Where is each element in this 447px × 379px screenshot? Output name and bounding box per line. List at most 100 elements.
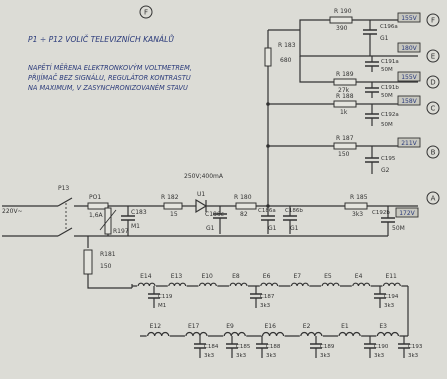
label-r180: R 180 xyxy=(234,194,252,201)
switch-out-lines xyxy=(74,205,108,237)
label-c191b: C191b xyxy=(381,85,399,91)
label-r187-value: 150 xyxy=(338,151,350,158)
label-cap: C190 xyxy=(374,344,389,350)
page-marker-circle xyxy=(139,5,153,19)
label-choke: E11 xyxy=(385,273,397,280)
choke-e5 xyxy=(321,282,340,287)
label-r185-value: 3k3 xyxy=(352,211,363,218)
capacitor-c187 xyxy=(250,293,262,299)
coil-gap xyxy=(338,331,362,337)
coil-gap xyxy=(290,281,310,287)
voltage-badge-a xyxy=(395,207,419,218)
capacitor-c119 xyxy=(148,293,160,299)
label-c186a: C186a xyxy=(258,208,276,214)
resistor-r182 xyxy=(163,202,183,210)
ground-tie xyxy=(87,235,128,248)
choke-e13 xyxy=(168,282,187,287)
output-f: 155V F xyxy=(397,12,440,27)
output-e: 180V E xyxy=(397,42,440,63)
terminal-a-label: A xyxy=(431,195,436,203)
coil-gap xyxy=(321,281,340,287)
voltage-badge-f xyxy=(397,12,421,23)
branch-d xyxy=(299,56,334,83)
label-c195-value: G2 xyxy=(381,167,390,174)
label-r183: R 183 xyxy=(278,42,296,49)
choke-e11 xyxy=(382,282,401,287)
label-c186c: C186c xyxy=(205,211,224,218)
label-cap: C189 xyxy=(320,344,335,350)
choke-e7 xyxy=(290,282,309,287)
terminal-d xyxy=(426,75,440,89)
label-cap-value: 3k3 xyxy=(236,353,247,359)
label-cap-value: M1 xyxy=(158,303,166,309)
label-choke: E2 xyxy=(303,323,311,330)
terminal-a xyxy=(426,191,440,205)
resistor-r189 xyxy=(333,78,357,86)
coil-gap xyxy=(198,281,218,287)
output-c: 158V C xyxy=(397,95,440,115)
voltage-c: 158V xyxy=(401,98,417,105)
label-r183-value: 680 xyxy=(280,57,292,64)
capacitor-c193 xyxy=(398,343,410,349)
label-r189: R 189 xyxy=(336,71,354,78)
label-u1: U1 xyxy=(197,191,205,198)
voltage-e: 180V xyxy=(401,45,417,52)
junction-c xyxy=(266,102,270,106)
label-choke: E6 xyxy=(263,273,271,280)
label-c183-value: M1 xyxy=(131,223,140,230)
capacitor-c185 xyxy=(226,343,238,349)
label-cap: C188 xyxy=(266,344,281,350)
coil-gap xyxy=(137,281,156,287)
label-choke: E13 xyxy=(171,273,183,280)
label-c186b-value: G1 xyxy=(290,225,299,232)
voltage-badge-c xyxy=(397,95,421,106)
terminal-e-label: E xyxy=(431,53,435,61)
label-c192b: C192b xyxy=(372,210,390,216)
junction-b xyxy=(266,144,270,148)
label-r187: R 187 xyxy=(336,135,354,142)
capacitor-c192b xyxy=(381,217,395,223)
label-cap: C193 xyxy=(408,344,423,350)
output-b: 211V B xyxy=(397,137,440,159)
label-cap-value: 3k3 xyxy=(408,353,419,359)
label-c195: C195 xyxy=(381,156,396,162)
coil-gap xyxy=(146,331,170,337)
label-c186a-value: G1 xyxy=(268,225,277,232)
label-cap: C185 xyxy=(236,344,251,350)
coil-gap xyxy=(351,281,371,287)
label-choke: E1 xyxy=(341,323,349,330)
label-choke: E9 xyxy=(226,323,234,330)
label-choke: E5 xyxy=(324,273,332,280)
voltage-a: 172V xyxy=(399,210,415,217)
label-cap-value: 3k3 xyxy=(374,353,385,359)
input-label: 220V~ xyxy=(2,208,23,215)
label-r181: R181 xyxy=(100,251,116,258)
diagram-title: P1 ÷ P12 VOLIČ TELEVIZNÍCH KANÁLŮ xyxy=(28,35,174,44)
label-cap-value: 3k3 xyxy=(320,353,331,359)
voltage-b: 211V xyxy=(401,140,417,147)
capacitor-c190 xyxy=(364,343,376,349)
label-c192b-value: 50M xyxy=(392,225,405,232)
label-c192a: C192a xyxy=(381,112,399,118)
label-cap: C184 xyxy=(204,344,219,350)
capacitor-c191a xyxy=(365,61,379,67)
label-c191a: C191a xyxy=(381,59,399,65)
coil-gap xyxy=(259,281,279,287)
choke-e16 xyxy=(261,331,285,337)
label-cap-value: 3k3 xyxy=(266,353,277,359)
r197-arrow xyxy=(99,209,117,231)
coil-gap xyxy=(382,281,402,287)
coil-gap xyxy=(229,281,248,287)
voltage-badge-d xyxy=(397,71,421,82)
terminal-c xyxy=(426,101,440,115)
page-marker: F xyxy=(144,9,148,17)
label-c183: C183 xyxy=(131,209,147,216)
branch-f xyxy=(299,19,330,30)
note-line-2: PŘIJÍMAČ BEZ SIGNÁLU, REGULÁTOR KONTRAST… xyxy=(28,73,191,82)
output-a: 172V A xyxy=(395,191,440,218)
label-choke: E12 xyxy=(150,323,162,330)
capacitor-c189 xyxy=(310,343,322,349)
note-line-3: NA MAXIMUM, V ZASYNCHRONIZOVANÉM STAVU xyxy=(28,83,188,92)
label-po1-value: 1,6A xyxy=(89,212,104,219)
